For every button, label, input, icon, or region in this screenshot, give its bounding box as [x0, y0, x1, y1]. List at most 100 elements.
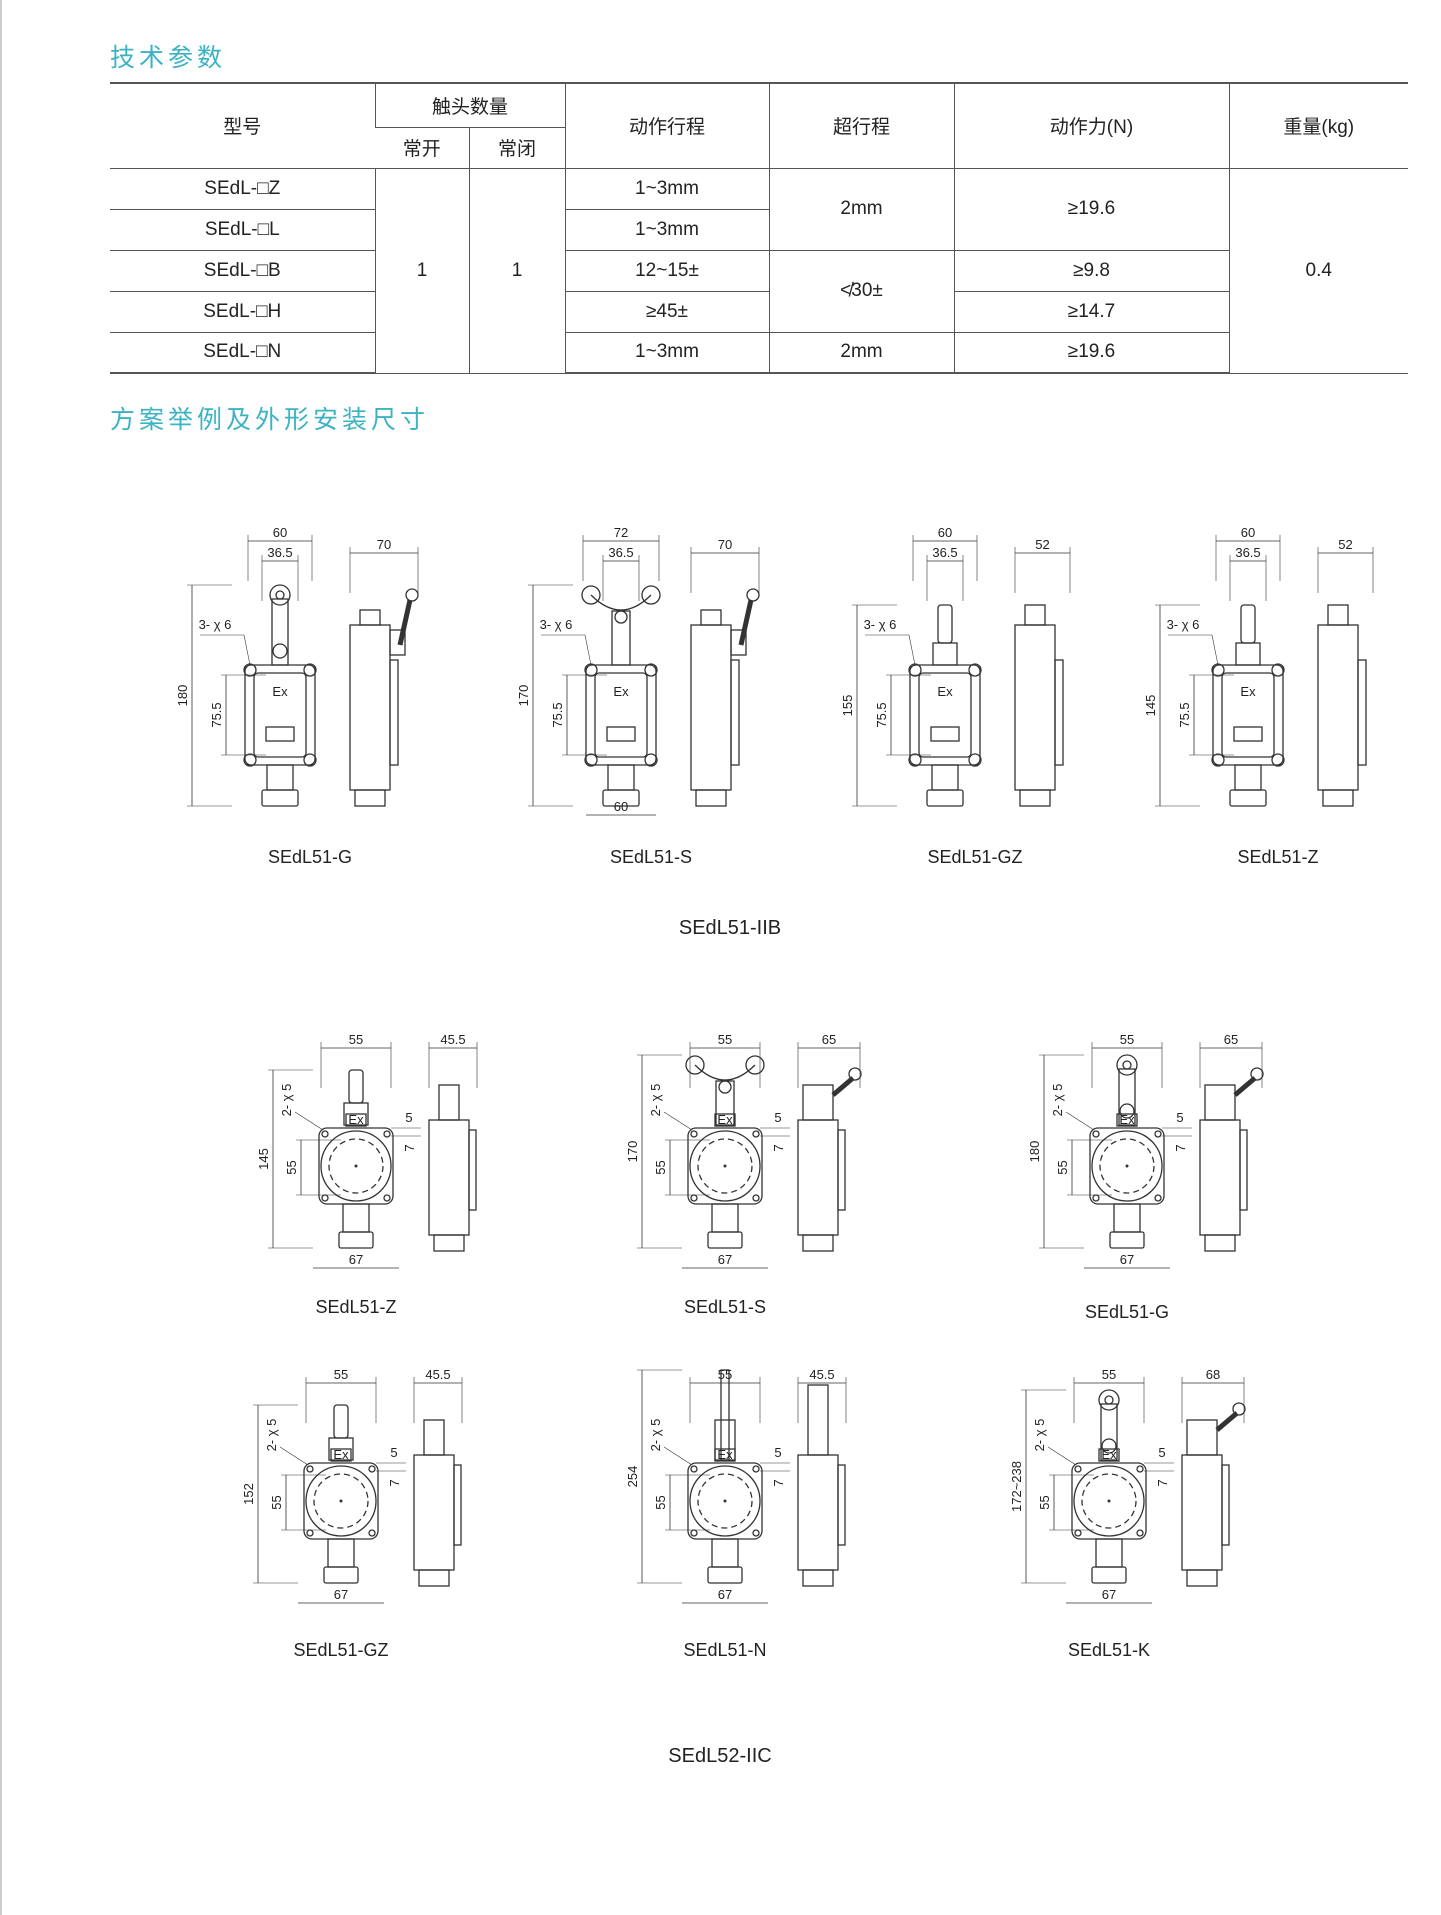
switch-body [1091, 1130, 1163, 1202]
side-body [690, 624, 732, 791]
side-nut [354, 789, 386, 807]
side-nut [1019, 789, 1051, 807]
drawing-caption: SEdL51-S [609, 847, 693, 867]
holes-label: 3- χ 6 [540, 617, 573, 632]
cable-neck [931, 764, 959, 791]
switch-body [1073, 1465, 1145, 1537]
drawing-caption: SEdL51-K [1067, 1640, 1151, 1660]
series-label-iic: SEdL52-IIC [668, 1745, 772, 1767]
dimension-label: 170 [625, 1141, 640, 1163]
switch-body [585, 664, 657, 766]
holes-label: 2- χ 5 [648, 1419, 663, 1452]
dimension-label: 5 [1176, 1110, 1183, 1125]
cell-model: SEdL-□H [110, 291, 375, 333]
series-label-iib: SEdL51-IIB [678, 917, 782, 939]
rod-housing [714, 1419, 736, 1461]
bolt-icon [1271, 753, 1285, 767]
cable-gland-nut [338, 1231, 374, 1249]
dimension-label: 180 [175, 685, 190, 707]
leader-line [1047, 1446, 1077, 1466]
roller-icon [745, 1055, 765, 1075]
table-row: SEdL-□L 1~3mm [110, 209, 1408, 251]
dimension-label: 7 [1173, 1144, 1188, 1151]
leader-line [1211, 634, 1219, 666]
side-terminal-strip [837, 1129, 846, 1211]
holes-label: 3- χ 6 [1167, 617, 1200, 632]
plunger-housing [932, 642, 958, 666]
dimension-label: 75.5 [1177, 702, 1192, 727]
ex-mark: Ex [1119, 1112, 1135, 1127]
ex-mark: Ex [348, 1112, 364, 1127]
cable-gland-nut [602, 789, 640, 807]
drawing-caption: SEdL51-GZ [927, 847, 1023, 867]
ex-tag [1116, 1113, 1138, 1127]
roller-icon [641, 585, 661, 605]
bolt-icon [584, 753, 598, 767]
pivot-icon [614, 610, 628, 624]
dimension-label: 152 [241, 1483, 256, 1505]
side-cap [1204, 1084, 1236, 1121]
cover-plate [1221, 672, 1275, 758]
side-cap [802, 1084, 834, 1121]
header-contacts: 触头数量 [374, 82, 565, 128]
cable-gland-nut [926, 789, 964, 807]
drawing-caption: SEdL51-G [1084, 1302, 1170, 1322]
dimension-label: 75.5 [874, 702, 889, 727]
cell-travel: 1~3mm [564, 168, 769, 210]
side-terminal-strip [468, 1129, 477, 1211]
bolt-icon [752, 1529, 760, 1537]
leader-line [663, 1446, 693, 1466]
leader-line [908, 634, 916, 666]
table-row: SEdL-□H ≥45± ≥14.7 [110, 291, 1408, 333]
bolt-icon [1092, 1130, 1100, 1138]
side-body [1317, 624, 1359, 791]
drawing-caption: SEdL51-N [683, 1640, 767, 1660]
ex-mark: Ex [1101, 1447, 1117, 1462]
bolt-icon [644, 753, 658, 767]
bolt-icon [1211, 663, 1225, 677]
side-nut [802, 1569, 834, 1587]
bolt-icon [644, 663, 658, 677]
cable-neck [1234, 764, 1262, 791]
side-terminal-strip [837, 1464, 846, 1546]
drawing-caption: SEdL51-Z [1237, 847, 1319, 867]
header-model: 型号 [110, 82, 375, 169]
dimension-label: 5 [1158, 1445, 1165, 1460]
spec-section-title: 技术参数 [110, 43, 227, 72]
ex-tag [330, 1448, 352, 1462]
cell-model: SEdL-□L [110, 209, 375, 251]
bolt-icon [303, 753, 317, 767]
side-nut [695, 789, 727, 807]
pivot-icon [718, 1080, 732, 1094]
center-mark [723, 1499, 727, 1503]
plunger-icon [348, 1069, 364, 1104]
cable-neck [711, 1203, 739, 1233]
dimension-label: 67 [1120, 1252, 1134, 1267]
dimension-label: 65 [822, 1032, 836, 1047]
cover-plate [253, 672, 307, 758]
side-cap [807, 1384, 829, 1456]
dimension-label: 55 [718, 1367, 732, 1382]
side-lever [738, 599, 754, 646]
roller-axle [275, 590, 285, 600]
side-terminal-strip [453, 1464, 462, 1546]
dimension-label: 45.5 [809, 1367, 834, 1382]
dimension-label: 172~238 [1009, 1461, 1024, 1512]
roller-axle [1122, 1060, 1132, 1070]
dimension-label: 75.5 [550, 702, 565, 727]
dimension-label: 75.5 [209, 702, 224, 727]
bolt-icon [690, 1194, 698, 1202]
cable-neck [327, 1538, 355, 1568]
dimension-label: 155 [840, 695, 855, 717]
dimension-label: 7 [771, 1479, 786, 1486]
cable-neck [607, 764, 635, 791]
switch-body [689, 1465, 761, 1537]
side-body [349, 624, 391, 791]
table-row: SEdL-□B 12~15± ≮30± ≥9.8 [110, 250, 1408, 333]
side-body [1181, 1454, 1223, 1571]
holes-label: 2- χ 5 [1032, 1419, 1047, 1452]
